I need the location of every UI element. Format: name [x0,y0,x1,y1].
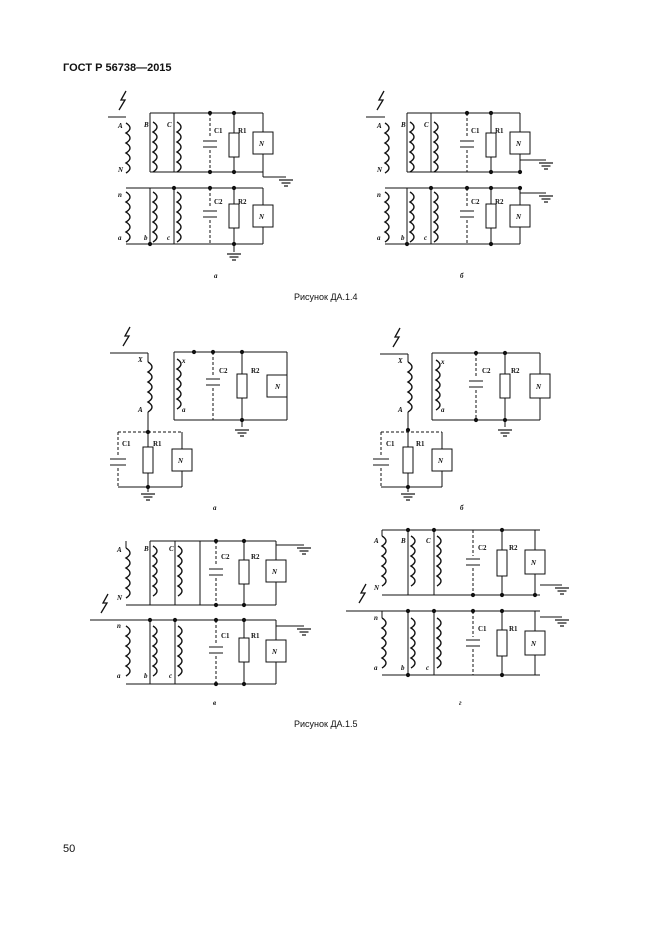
winding-A-label: A [117,122,123,130]
winding-a-label: a [374,664,378,672]
c1-label: C1 [471,127,480,135]
winding-a-label: a [377,234,381,242]
subfigure-label: б [460,272,464,280]
winding-a-label: a [117,672,121,680]
winding-c-label: c [426,664,429,672]
c2-label: C2 [219,367,228,375]
winding-N-label: N [116,594,123,602]
r1-label: R1 [509,625,518,633]
figure-15b-labels: X A x a C2 R2 N C1 R1 N б [386,357,542,512]
winding-n-label: n [374,614,378,622]
winding-n-label: n [118,191,122,199]
subfigure-label: б [460,504,464,512]
winding-b-label: b [401,234,405,242]
c1-label: C1 [122,440,131,448]
figure-14a-labels: A N B C n a b c C1 R1 N C2 R2 N а [117,121,265,280]
r1-label: R1 [416,440,425,448]
winding-c-label: c [424,234,427,242]
figure-caption-da-1-4: Рисунок ДА.1.4 [294,292,358,302]
c2-label: C2 [214,198,223,206]
r1-label: R1 [153,440,162,448]
load-n-label: N [177,457,184,465]
document-header: ГОСТ Р 56738—2015 [63,62,172,74]
r2-label: R2 [511,367,520,375]
c2-label: C2 [482,367,491,375]
figure-15a-labels: X A x a C2 R2 N C1 R1 N а [122,356,281,512]
load-n-label: N [271,648,278,656]
winding-A-label: A [376,122,382,130]
c1-label: C1 [221,632,230,640]
figure-14b-labels: A N B C n a b c C1 R1 N C2 R2 N б [376,121,522,280]
winding-C-label: C [167,121,172,129]
c1-label: C1 [214,127,223,135]
load-n-label: N [274,383,281,391]
figure-15d-labels: A N B C C2 R2 N n a b c C1 R1 N г [373,537,537,707]
load-n-label: N [437,457,444,465]
winding-b-label: b [144,234,148,242]
subfigure-label: а [214,272,218,280]
winding-x-label: x [181,357,186,365]
figure-14a [108,90,294,261]
load-n-label: N [530,559,537,567]
winding-X-label: X [397,357,403,365]
winding-n-label: n [377,191,381,199]
winding-B-label: B [400,537,406,545]
winding-A-label: A [397,406,403,414]
subfigure-label: а [213,504,217,512]
r2-label: R2 [495,198,504,206]
c1-label: C1 [478,625,487,633]
r2-label: R2 [251,367,260,375]
winding-C-label: C [169,545,174,553]
page-number: 50 [63,843,76,855]
winding-x-label: x [440,358,445,366]
load-n-label: N [535,383,542,391]
winding-b-label: b [144,672,148,680]
load-n-label: N [530,640,537,648]
figure-caption-da-1-5: Рисунок ДА.1.5 [294,719,358,729]
figure-15c [90,538,312,687]
load-n-label: N [515,213,522,221]
winding-a-label: a [441,406,445,414]
winding-a-label: a [118,234,122,242]
load-n-label: N [258,140,265,148]
figure-15a [110,326,288,501]
c2-label: C2 [471,198,480,206]
subfigure-label: в [213,699,216,707]
winding-b-label: b [401,664,405,672]
r1-label: R1 [495,127,504,135]
r1-label: R1 [251,632,260,640]
c2-label: C2 [478,544,487,552]
winding-C-label: C [426,537,431,545]
winding-A-label: A [137,406,143,414]
r1-label: R1 [238,127,247,135]
c2-label: C2 [221,553,230,561]
winding-A-label: A [116,546,122,554]
figure-15d [346,527,570,678]
subfigure-label: г [459,699,462,707]
load-n-label: N [258,213,265,221]
figure-15c-labels: A N B C C2 R2 N n a b c C1 R1 N в [116,545,278,707]
winding-a-label: a [182,406,186,414]
winding-A-label: A [373,537,379,545]
winding-C-label: C [424,121,429,129]
r2-label: R2 [238,198,247,206]
winding-N-label: N [117,166,124,174]
winding-N-label: N [376,166,383,174]
figure-14b [366,90,554,247]
winding-n-label: n [117,622,121,630]
winding-N-label: N [373,584,380,592]
winding-c-label: c [167,234,170,242]
r2-label: R2 [509,544,518,552]
winding-c-label: c [169,672,172,680]
winding-B-label: B [400,121,406,129]
winding-X-label: X [137,356,143,364]
load-n-label: N [271,568,278,576]
load-n-label: N [515,140,522,148]
winding-B-label: B [143,545,149,553]
r2-label: R2 [251,553,260,561]
figure-15b [373,327,551,501]
c1-label: C1 [386,440,395,448]
winding-B-label: B [143,121,149,129]
